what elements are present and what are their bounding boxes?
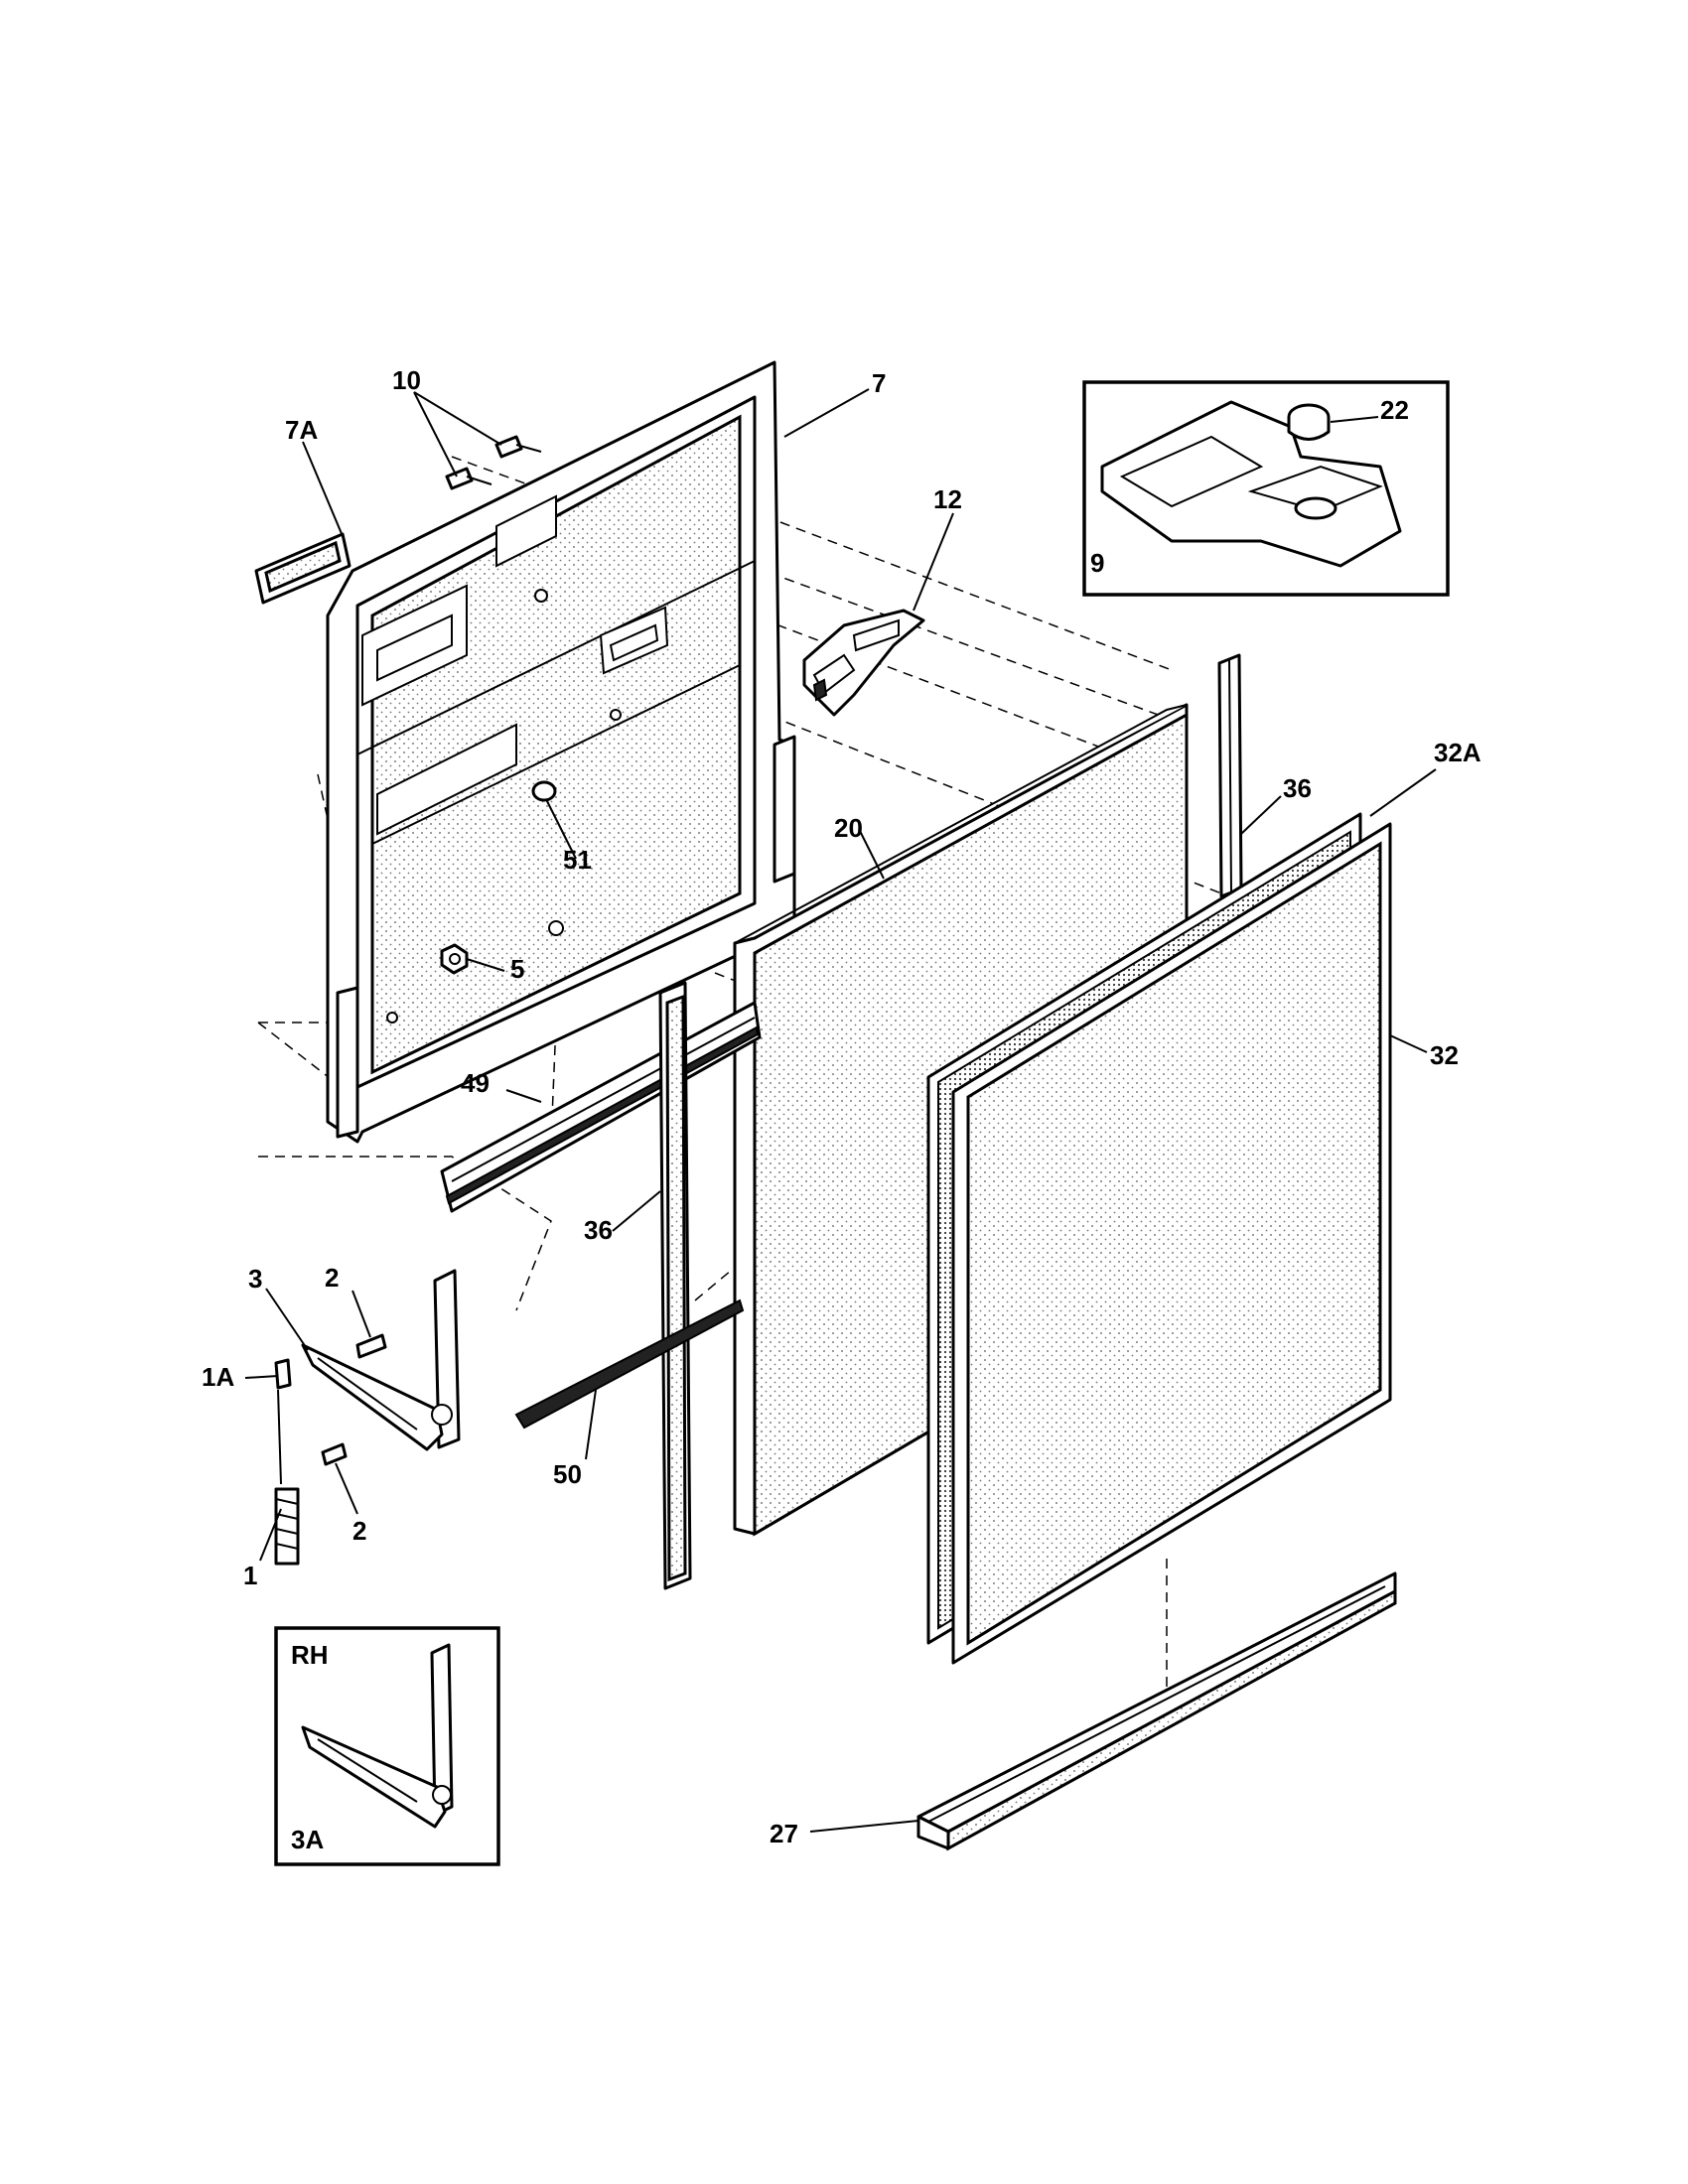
front-door-panel xyxy=(951,822,1392,1665)
callout-49: 49 xyxy=(461,1068,490,1098)
callout-32: 32 xyxy=(1430,1040,1459,1070)
callout-20: 20 xyxy=(834,813,863,843)
door-latch xyxy=(802,609,925,717)
hinge-screw-top xyxy=(355,1333,387,1359)
hinge-screw-bottom xyxy=(321,1442,348,1466)
door-screws xyxy=(445,435,542,490)
bottom-seal xyxy=(514,1298,745,1430)
callout-9: 9 xyxy=(1090,548,1104,578)
kick-plate xyxy=(916,1571,1397,1851)
callout-2-bottom: 2 xyxy=(352,1516,366,1546)
callout-27: 27 xyxy=(770,1819,798,1848)
callout-36-top: 36 xyxy=(1283,773,1312,803)
door-spring xyxy=(274,1389,300,1566)
spring-link xyxy=(274,1358,292,1390)
hex-nut xyxy=(440,943,469,975)
door-clip xyxy=(531,780,557,802)
right-hinge-inset xyxy=(274,1626,500,1866)
callout-10: 10 xyxy=(392,365,421,395)
callout-labels: 10 7 7A 12 22 9 36 32A 20 51 5 32 49 36 … xyxy=(202,365,1481,1854)
callout-32a: 32A xyxy=(1434,738,1481,767)
side-trim-right xyxy=(1217,653,1243,898)
inner-door-panel xyxy=(326,360,796,1144)
callout-12: 12 xyxy=(933,484,962,514)
callout-7a: 7A xyxy=(285,415,318,445)
callout-1: 1 xyxy=(243,1561,257,1590)
callout-22: 22 xyxy=(1380,395,1409,425)
hinge-bracket xyxy=(301,1269,461,1451)
callout-1a: 1A xyxy=(202,1362,234,1392)
callout-5: 5 xyxy=(510,954,524,984)
inset-label-3a: 3A xyxy=(291,1825,324,1854)
vent-cover xyxy=(254,532,352,605)
callout-51: 51 xyxy=(563,845,592,875)
inset-label-rh: RH xyxy=(291,1640,329,1670)
callout-3: 3 xyxy=(248,1264,262,1294)
callout-50: 50 xyxy=(553,1459,582,1489)
side-trim-left xyxy=(658,981,692,1590)
callout-2-top: 2 xyxy=(325,1263,339,1293)
callout-7: 7 xyxy=(872,368,886,398)
leader-lines xyxy=(244,388,1437,1833)
callout-36-bottom: 36 xyxy=(584,1215,613,1245)
dispenser-inset xyxy=(1082,380,1450,597)
